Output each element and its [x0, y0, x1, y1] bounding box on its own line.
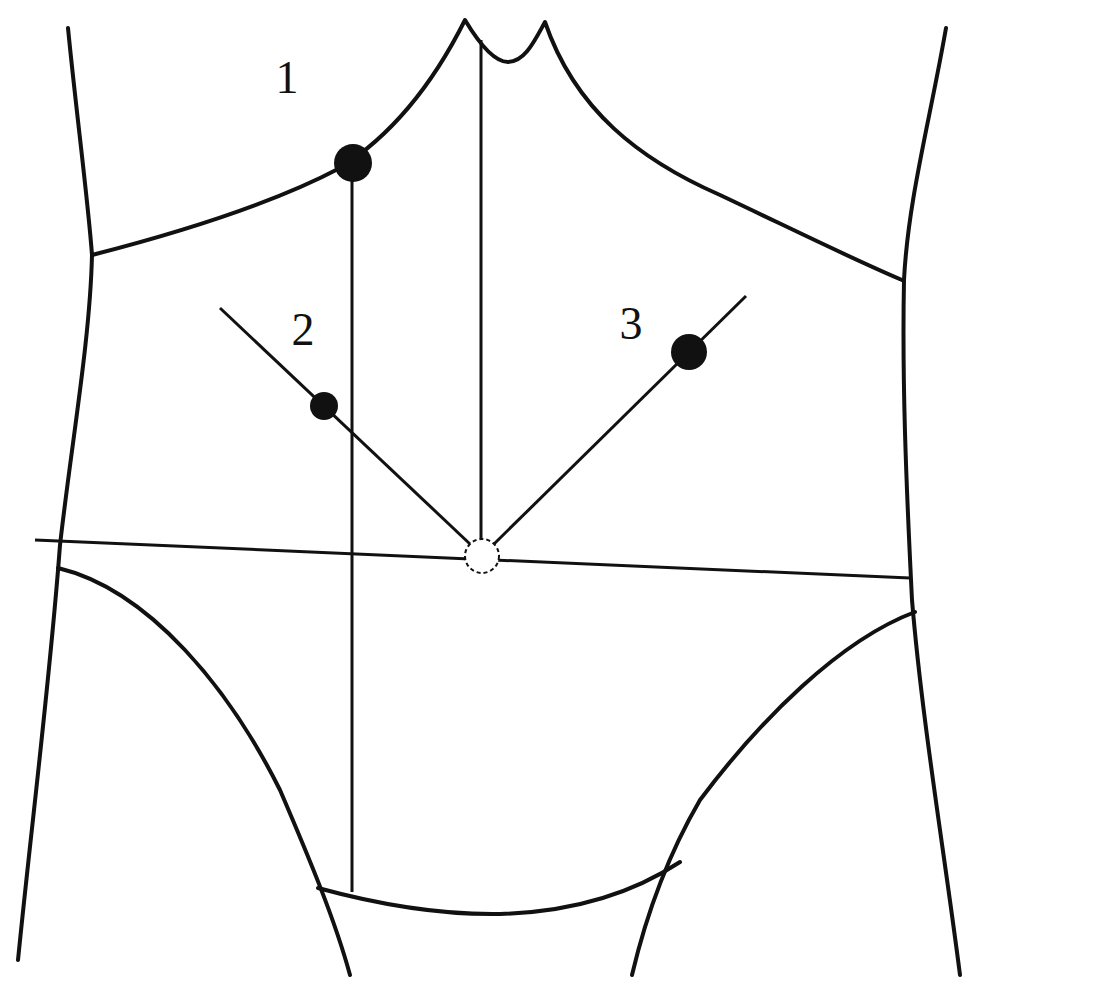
point-dot-1 [334, 144, 372, 182]
point-dot-2 [310, 392, 338, 420]
diagonal-line-2 [220, 308, 470, 544]
pubic-curve [318, 862, 680, 914]
navel-horizontal-line [35, 540, 910, 578]
left-flank-outline [18, 28, 92, 960]
callout-number: 1 [276, 55, 299, 101]
midclavicular-line [351, 165, 354, 892]
diagonal-line-3 [494, 296, 746, 544]
midline [480, 40, 483, 540]
callout-number: 2 [292, 307, 315, 353]
callout-number: 3 [620, 301, 643, 347]
navel [465, 539, 499, 573]
point-dot-3 [671, 334, 707, 370]
inguinal-curve-right [632, 612, 915, 975]
right-flank-outline [903, 28, 960, 975]
inguinal-curve-left [58, 568, 350, 975]
rib-margin [92, 20, 902, 280]
